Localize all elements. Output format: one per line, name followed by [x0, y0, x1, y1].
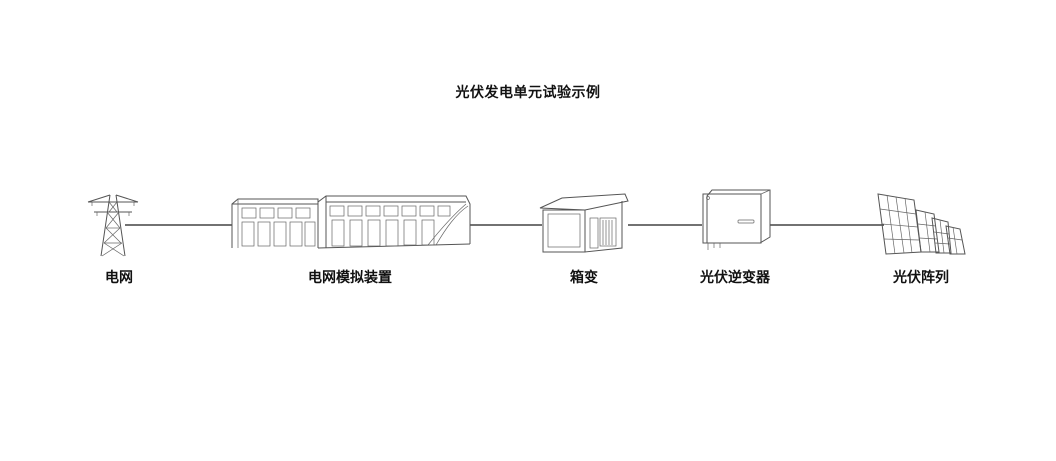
container-building-icon [231, 195, 471, 249]
node-label-pv-inverter: 光伏逆变器 [700, 270, 770, 286]
node-label-pv-array: 光伏阵列 [893, 270, 949, 286]
node-label-grid: 电网 [105, 270, 133, 286]
box-transformer-icon [539, 193, 629, 253]
node-label-box-transformer: 箱变 [570, 270, 598, 286]
diagram-title: 光伏发电单元试验示例 [455, 85, 601, 101]
node-label-grid-simulator: 电网模拟装置 [308, 270, 392, 286]
solar-panel-icon [877, 193, 966, 255]
transmission-tower-icon [87, 194, 139, 257]
inverter-icon [702, 189, 771, 250]
